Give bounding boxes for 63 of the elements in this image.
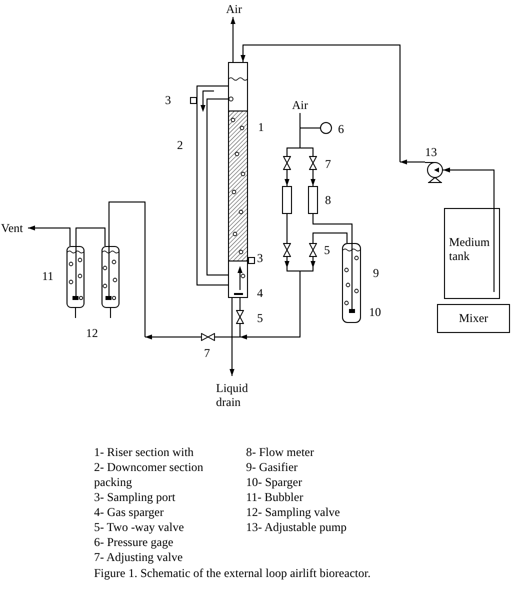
callout-number: 6 — [338, 122, 344, 136]
callout-number: 5 — [324, 243, 330, 257]
flow-arrow — [230, 16, 236, 62]
key-text: 3- Sampling port — [94, 490, 176, 504]
callout-number: 5 — [257, 311, 263, 325]
stream-label: Vent — [1, 221, 28, 236]
pipe-line — [300, 112, 320, 128]
pipe-line — [76, 228, 106, 246]
pipe-line — [286, 268, 300, 272]
bubbler-drawing — [66, 246, 85, 318]
key-text: 6- Pressure gage — [94, 535, 174, 549]
bubbler-drawing — [101, 246, 120, 318]
key-text: packing — [94, 475, 132, 489]
key-text: 2- Downcomer section — [94, 460, 204, 474]
key-text: 7- Adjusting valve — [94, 550, 183, 564]
flow-arrow — [284, 214, 290, 268]
key-text: 12- Sampling valve — [246, 505, 340, 519]
flow-arrow — [284, 148, 300, 186]
key-text: 11- Bubbler — [246, 490, 304, 504]
callout-number: 3 — [257, 251, 263, 265]
packed-column-drawing — [228, 62, 248, 298]
callout-number: 3 — [165, 93, 171, 107]
callout-number: 2 — [177, 138, 183, 152]
flow-arrow — [310, 232, 348, 268]
flow-meter — [308, 186, 318, 214]
flow-arrow — [144, 334, 240, 340]
key-text: 10- Sparger — [246, 475, 302, 489]
callout-number: 4 — [257, 286, 263, 300]
stream-label: Air — [224, 2, 244, 17]
key-text: 9- Gasifier — [246, 460, 298, 474]
flow-arrow — [442, 168, 494, 208]
pipe-line — [300, 268, 314, 272]
key-text: 1- Riser section with — [94, 445, 194, 459]
callout-number: 1 — [258, 120, 264, 134]
callout-number: 12 — [86, 326, 98, 340]
stream-label: Liquid drain — [216, 376, 258, 410]
key-text: 13- Adjustable pump — [246, 520, 347, 534]
pump-icon — [425, 161, 443, 183]
callout-number: 9 — [373, 266, 379, 280]
callout-number: 13 — [425, 145, 437, 159]
callout-number: 10 — [369, 305, 381, 319]
callout-number: 11 — [42, 269, 54, 283]
figure-caption: Figure 1. Schematic of the external loop airlift bioreactor. — [94, 566, 371, 580]
flow-arrow — [230, 298, 234, 376]
key-text: 4- Gas sparger — [94, 505, 164, 519]
flow-arrow — [400, 160, 426, 164]
gasifier-drawing — [342, 243, 361, 323]
callout-number: 7 — [204, 346, 210, 360]
flow-arrow — [240, 270, 300, 340]
mixer: Mixer — [437, 304, 510, 333]
callout-number: 7 — [325, 157, 331, 171]
stream-label: Air — [290, 98, 310, 113]
key-text: 5- Two -way valve — [94, 520, 184, 534]
pipe-line — [108, 202, 146, 338]
medium-tank: Medium tank — [444, 208, 500, 299]
flow-arrow — [300, 148, 316, 186]
flow-arrow — [240, 44, 400, 162]
pipe-line — [312, 214, 352, 244]
pressure-gauge — [320, 122, 332, 134]
callout-number: 8 — [325, 193, 331, 207]
key-text: 8- Flow meter — [246, 445, 314, 459]
flow-arrow — [28, 226, 70, 246]
flow-meter — [282, 186, 292, 214]
